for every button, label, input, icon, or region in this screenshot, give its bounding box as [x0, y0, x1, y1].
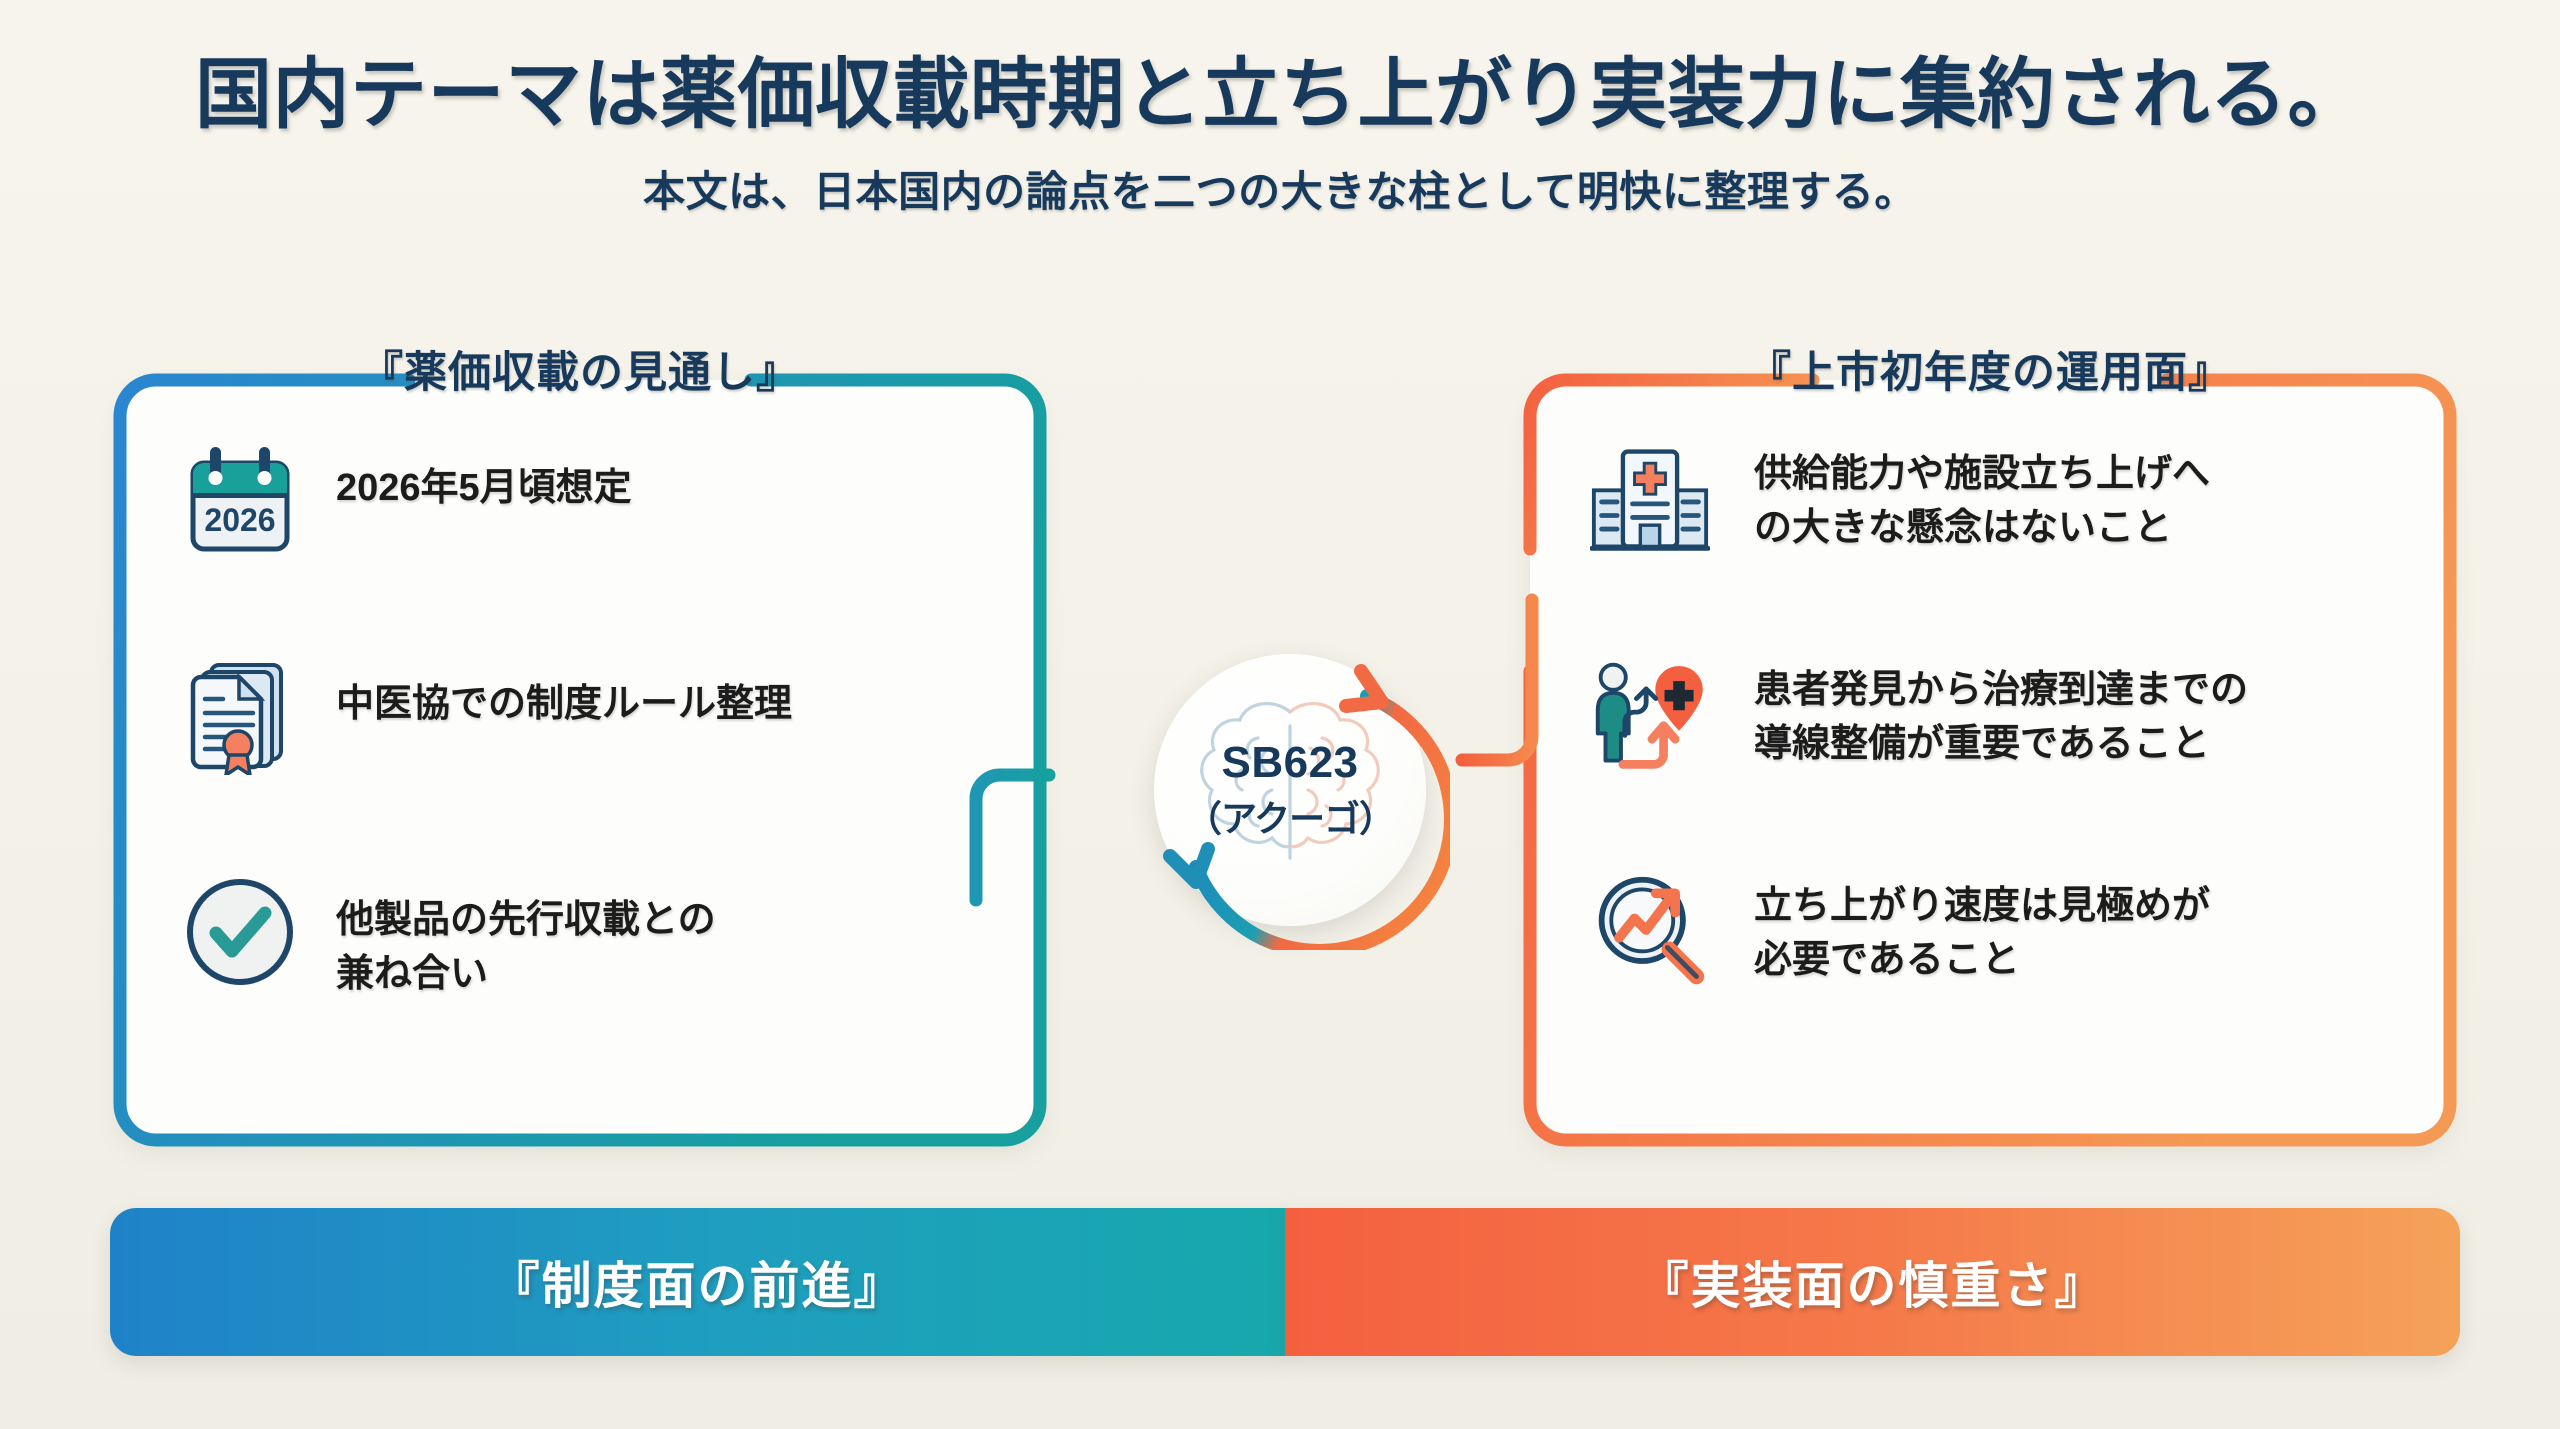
page-subtitle: 本文は、日本国内の論点を二つの大きな柱として明快に整理する。 [643, 168, 1917, 216]
left-card-title: 『薬価収載の見通し』 [360, 349, 800, 397]
left-card: 2026 2026年5月頃想定 [113, 373, 1047, 1147]
hospital-icon [1590, 440, 1710, 560]
page-title: 国内テーマは薬価収載時期と立ち上がり実装力に集約される。 [195, 52, 2365, 138]
list-item: 他製品の先行収載との 兼ね合い [180, 872, 998, 1088]
hub-name: SB623 [1221, 738, 1359, 787]
list-item: 供給能力や施設立ち上げへ の大きな懸念はないこと [1590, 440, 2408, 656]
banner-left: 『制度面の前進』 [110, 1208, 1285, 1356]
list-item: 立ち上がり速度は見極めが 必要であること [1590, 872, 2408, 1088]
list-item-text: 2026年5月頃想定 [336, 467, 632, 509]
right-card: 供給能力や施設立ち上げへ の大きな懸念はないこと 患者発見から治療 [1523, 373, 2457, 1147]
hub-alias: （アクーゴ） [1185, 798, 1395, 839]
header: 国内テーマは薬価収載時期と立ち上がり実装力に集約される。 本文は、日本国内の論点… [0, 52, 2560, 219]
list-item: 2026 2026年5月頃想定 [180, 440, 998, 656]
list-item-text: 立ち上がり速度は見極めが 必要であること [1754, 885, 2211, 981]
check-circle-icon [180, 872, 300, 992]
list-item-text: 患者発見から治療到達までの 導線整備が重要であること [1754, 669, 2249, 765]
left-card-items: 2026 2026年5月頃想定 [180, 440, 998, 1100]
list-item: 患者発見から治療到達までの 導線整備が重要であること [1590, 656, 2408, 872]
magnifier-trend-icon [1590, 872, 1710, 992]
list-item-text: 供給能力や施設立ち上げへ の大きな懸念はないこと [1754, 453, 2211, 549]
center-node: SB623 （アクーゴ） [1130, 630, 1450, 950]
list-item-text: 他製品の先行収載との 兼ね合い [336, 899, 716, 995]
patient-pathway-pin-icon [1590, 656, 1710, 776]
svg-text:2026: 2026 [204, 502, 275, 538]
list-item: 中医協での制度ルール整理 [180, 656, 998, 872]
list-item-text: 中医協での制度ルール整理 [336, 683, 793, 725]
hub-label: SB623 （アクーゴ） [1154, 654, 1426, 926]
right-card-items: 供給能力や施設立ち上げへ の大きな懸念はないこと 患者発見から治療 [1590, 440, 2408, 1100]
right-card-title: 『上市初年度の運用面』 [1748, 349, 2232, 397]
certificate-documents-icon [180, 656, 300, 776]
brain-ring-graphic [1163, 664, 1450, 950]
banner-right: 『実装面の慎重さ』 [1285, 1208, 2460, 1356]
calendar-2026-icon: 2026 [180, 440, 300, 560]
